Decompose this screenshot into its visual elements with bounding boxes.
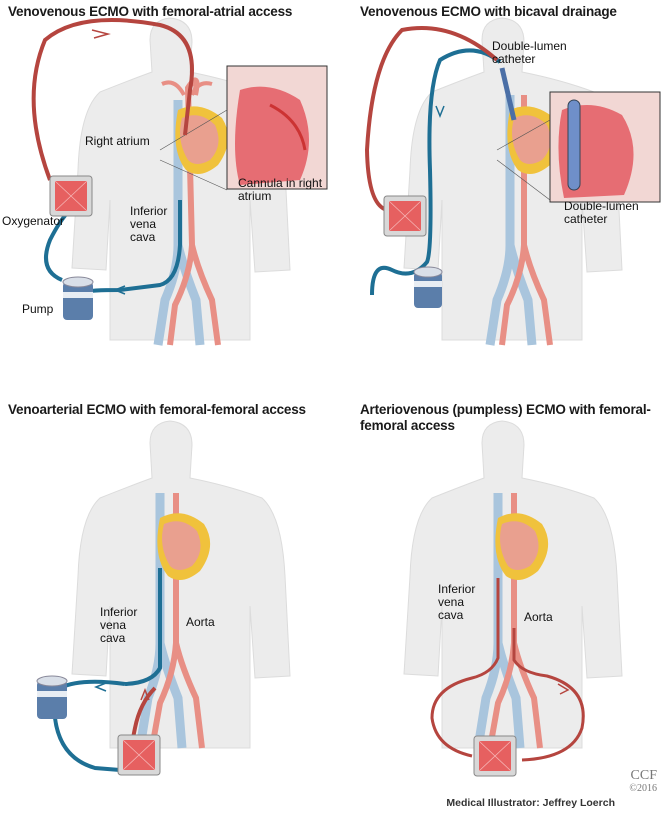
label-ivc: Inferior vena cava [130,204,168,244]
oxygenator-device [383,195,427,237]
av-pumpless-illustration [403,420,623,777]
drainage-tube [370,48,502,296]
label-aorta: Aorta [524,610,553,624]
label-pump: Pump [22,302,54,316]
return-tube [130,686,157,744]
vv-femoral-atrial-illustration [31,17,328,346]
oxygenator-device [117,734,161,776]
panel-vv-bicaval: Venovenous ECMO with bicaval drainage Do… [332,0,664,406]
va-femoral-femoral-illustration [36,420,291,776]
venous-return-tube [430,578,500,758]
heart [162,521,201,570]
label-oxygenator: Oxygenator [2,214,65,228]
label-double-lumen-catheter: Double-lumen catheter [492,39,567,66]
aorta [149,493,205,749]
panel-av-pumpless: Arteriovenous (pumpless) ECMO with femor… [332,398,664,804]
aorta [499,95,553,346]
logo-text: CCF [630,768,657,783]
label-ivc: Inferior vena cava [100,605,138,645]
vv-bicaval-illustration [364,17,661,346]
pump-device [413,266,443,308]
label-right-atrium: Right atrium [85,134,150,148]
oxygenator-device [49,175,93,217]
return-tube [364,26,499,212]
aorta [167,77,221,346]
heart [512,115,551,164]
double-lumen-catheter [499,67,517,121]
panel-va-femoral-femoral: Venoarterial ECMO with femoral-femoral a… [0,398,332,804]
panel-title: Venovenous ECMO with femoral-atrial acce… [8,4,293,19]
panel-vv-femoral-atrial: Venovenous ECMO with femoral-atrial acce… [0,0,332,406]
oxygenator-device [473,735,517,777]
body-silhouette [71,420,291,749]
label-cannula: Cannula in right atrium [238,176,323,203]
pump-device [62,276,94,320]
arterial-tube [512,628,585,762]
label-aorta: Aorta [186,615,215,629]
label-ivc: Inferior vena cava [438,582,476,622]
pump-device [36,675,68,719]
panel-title: Arteriovenous (pumpless) ECMO with femor… [360,402,651,433]
label-double-lumen-catheter-inset: Double-lumen catheter [564,199,639,226]
copyright: ©2016 [629,783,657,794]
return-tube [31,18,194,181]
illustrator-credit: Medical Illustrator: Jeffrey Loerch [446,797,615,809]
ccf-logo: CCF ©2016 [629,769,657,795]
panel-title: Venovenous ECMO with bicaval drainage [360,4,617,19]
heart [180,115,219,164]
panel-title: Venoarterial ECMO with femoral-femoral a… [8,402,306,417]
heart [500,521,539,570]
